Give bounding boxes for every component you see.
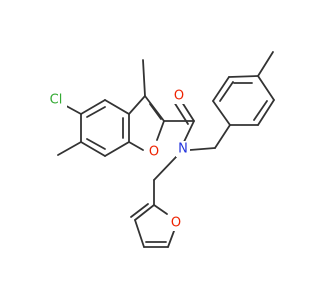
bond	[86, 106, 106, 118]
bond	[134, 204, 155, 221]
bonds	[57, 51, 275, 248]
bond	[212, 100, 231, 126]
bond	[142, 59, 146, 97]
bond	[80, 141, 106, 157]
bond	[134, 219, 145, 248]
atom-labels: Cl O O N O	[45, 88, 190, 231]
bond	[253, 100, 268, 121]
bond	[212, 76, 230, 102]
bond	[104, 141, 130, 157]
bond	[156, 120, 165, 141]
bond	[104, 99, 130, 115]
bond	[228, 75, 259, 78]
amide-nitrogen-atom-label: N	[178, 142, 188, 157]
bond	[80, 99, 106, 115]
molecule-structure-diagram: Cl O O N O	[45, 51, 275, 248]
bond	[189, 147, 216, 151]
carbonyl-oxygen-atom-label: O	[174, 89, 184, 104]
bond	[167, 230, 175, 248]
bond	[128, 95, 146, 115]
bond	[57, 141, 82, 156]
bond	[130, 203, 149, 218]
bond	[214, 124, 231, 149]
bond	[86, 138, 106, 150]
bond	[173, 101, 189, 125]
molecule-svg: Cl O O N O	[45, 51, 275, 248]
furan-oxygen-atom-label: O	[149, 145, 159, 160]
bond	[153, 156, 177, 181]
side-furan-oxygen-atom-label: O	[171, 216, 181, 231]
bond	[219, 81, 234, 102]
bond	[257, 75, 275, 101]
bond	[257, 99, 275, 126]
bond	[144, 95, 165, 122]
bond	[257, 51, 274, 77]
bond	[128, 141, 144, 151]
bond	[149, 103, 162, 120]
bond	[153, 204, 168, 215]
chlorine-atom-label: Cl	[50, 93, 63, 108]
